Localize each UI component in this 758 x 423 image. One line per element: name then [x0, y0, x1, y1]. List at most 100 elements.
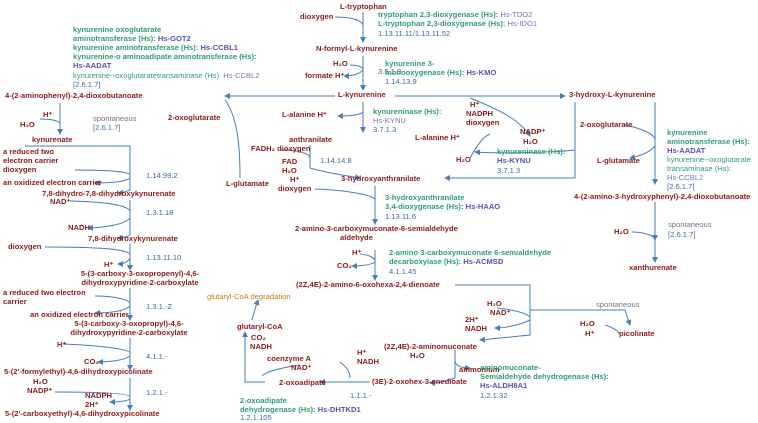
nad-glut: NAD⁺ — [291, 363, 312, 372]
arrow-amm — [454, 359, 471, 371]
ec-114148: 1.14.14.8 — [320, 156, 352, 165]
ec-tdo: 1.13.11.11/1.13.11.52 — [378, 29, 451, 38]
l-alanine-h-1: L-alanine H⁺ — [282, 110, 327, 119]
formate: formate H⁺ — [305, 71, 345, 80]
arrow-h-left2 — [117, 257, 131, 267]
fadh2-dioxygen: FADH₂ dioxygen — [251, 144, 311, 153]
carboxy-oxopropenyl: 5-(3-carboxy-3-oxopropenyl)-4,6-dihydrox… — [80, 269, 200, 287]
kat-l5: kynurenine--oxoglutaratetransaminase (Hs… — [73, 71, 260, 80]
nad-r1: NAD⁺ — [490, 308, 511, 317]
h2o-amm: H₂O — [410, 351, 425, 360]
katr-ec: [2.6.1.7] — [667, 182, 695, 191]
ammonium: ammonium — [459, 365, 500, 374]
spontaneous-left-ec: [2.6.1.7] — [93, 123, 121, 132]
dhtkd1-ec: 1.2.1.105 — [240, 413, 272, 422]
kat-l3: kynurenine aminotransferase (Hs): Hs-CCB… — [73, 43, 239, 52]
arrow-3hk-to-3haa — [444, 102, 576, 181]
arrow-nad-left — [69, 200, 131, 213]
kynu-gene-2: Hs-KYNU — [497, 156, 531, 165]
h-left1: H⁺ — [43, 110, 53, 119]
kat-ec: [2.6.1.7] — [73, 80, 101, 89]
kat-l1: kynurenine oxoglutarate — [73, 25, 162, 34]
co2-left: CO₂ — [84, 357, 99, 366]
two-h-left: 2H⁺ — [85, 400, 99, 409]
h2o-kynu: H₂O — [456, 155, 471, 164]
arrow-glutamate-right — [629, 145, 656, 160]
arrow-oxcarrier-1 — [94, 177, 131, 186]
arrow-dioxygen-left2 — [44, 246, 131, 256]
arrow-acmsd-co2 — [351, 261, 376, 269]
nadph-left: NADPH — [85, 391, 113, 400]
arrow-alanine-1 — [337, 111, 364, 119]
arrow-oxoglutarate-right — [624, 124, 656, 141]
h-acmsd: H⁺ — [352, 248, 362, 257]
n-formyl-kynurenine: N-formyl-L-kynurenine — [316, 44, 398, 53]
arrow-acmsd-h — [359, 253, 376, 262]
ec-formamidase: 3.5.1.9 — [378, 67, 402, 76]
arrow-h-left3 — [62, 343, 131, 354]
dioxygen-left2: dioxygen — [8, 242, 42, 251]
haao-l2: 3,4-dioxygenase (Hs): Hs-HAAO — [385, 202, 501, 211]
enzyme-kmo-l1: kynurenine 3- — [385, 59, 435, 68]
aldh-l2: Semialdehyde dehydrogenase (Hs): — [480, 372, 609, 381]
fad: FAD — [282, 157, 298, 166]
arrow-dioxygen-haao — [314, 188, 376, 201]
kynu-l2: kynureninase (Hs): — [497, 147, 566, 156]
h2o-kmo: H₂O — [523, 137, 538, 146]
h-left3: H⁺ — [57, 340, 67, 349]
arrow-alanine-2 — [474, 149, 576, 156]
dioxygen-left1: dioxygen — [3, 165, 37, 174]
kynu-gene-1: Hs-KYNU — [373, 116, 406, 125]
amino-hydroxyphenyl: 4-(2-amino-3-hydroxyphenyl)-2,4-dioxobut… — [574, 192, 751, 201]
arrow-nadph-left — [109, 398, 131, 405]
nadp-left: NADP⁺ — [27, 386, 53, 395]
arrow-oxoglutarate-mid — [224, 99, 241, 179]
glutaryl-degradation-link[interactable]: glutaryl-CoA degradation — [207, 292, 291, 301]
ec-111: 1.1.1.- — [350, 391, 372, 400]
picolinate: picolinate — [619, 329, 655, 338]
katr-l2: aminotransferase (Hs): — [667, 137, 750, 146]
aminomuconate: (2Z,4E)-2-aminomuconate — [384, 342, 477, 351]
arrow-to-aminomuconate — [479, 305, 531, 343]
haao-ec: 1.13.11.6 — [385, 212, 417, 221]
kat-l2: aminotransferase (Hs): Hs-GOT2 — [73, 34, 191, 43]
dhtkd1-l2: dehydrogenase (Hs): Hs-DHTKD1 — [240, 405, 361, 414]
arrow-glutaryl-to-degradation — [251, 299, 260, 321]
h2o-left3: H₂O — [33, 377, 48, 386]
dhtkd1-l1: 2-oxoadipate — [240, 396, 287, 405]
arrow-nadh-r1 — [494, 319, 531, 331]
co2-glut: CO₂ — [251, 333, 266, 342]
kat-aadat: Hs-AADAT — [73, 61, 112, 70]
two-h-r1: 2H⁺ — [465, 315, 479, 324]
aldh-gene: Hs-ALDH8A1 — [480, 381, 528, 390]
kynu-ec-2: 3.7.1.3 — [497, 166, 521, 175]
h2o-left1: H₂O — [20, 120, 35, 129]
oxidized-carrier-1: an oxidized electron carrier — [3, 178, 102, 187]
arrow-aminomuc-to-oxohex — [429, 350, 456, 386]
arrow-coa — [261, 364, 301, 377]
arrow-carrier-2 — [94, 295, 131, 305]
arrow-nadh-left — [87, 217, 131, 231]
formylethyl: 5-(2'-formylethyl)-4,6-dihydroxypicolina… — [4, 367, 153, 376]
enzyme-ido: L-tryptophan 2,3-dioxygenase (Hs): Hs-ID… — [378, 19, 538, 28]
nadph-kmo: NADPH — [466, 109, 494, 118]
l-glutamate-right: L-glutamate — [597, 156, 641, 165]
dioxygen-top: dioxygen — [300, 12, 334, 21]
kynu-l1: kynureninase (Hs): — [373, 107, 442, 116]
l-kynurenine: L-kynurenine — [338, 90, 386, 99]
h-oxo: H⁺ — [357, 348, 367, 357]
arrow-oxo-nadh — [339, 361, 351, 379]
co2-acmsd: CO₂ — [337, 261, 352, 270]
coenzyme-a: coenzyme A — [267, 354, 312, 363]
arrow-nadp-left — [54, 391, 131, 398]
kynurenate: kynurenate — [32, 135, 73, 144]
oxohexenediate: (3E)-2-oxohex-3-enedioate — [372, 377, 467, 386]
arrow-dihydro-to-dihydroxy — [117, 200, 131, 241]
dioxygen-fad: dioxygen — [278, 184, 312, 193]
h2o-formyl: H₂O — [333, 59, 348, 68]
carboxy-oxopropyl: 5-(3-carboxy-3-oxopropyl)-4,6-dihydroxyp… — [70, 319, 188, 337]
dioxygen-kmo: dioxygen — [466, 118, 500, 127]
katr-ccbl2: Hs-CCBL2 — [667, 173, 704, 182]
kat-l4: kynurenine-o aminoadipate aminotransfera… — [73, 52, 257, 61]
dihydroxykynurenate: 7,8-dihydroxykynurenate — [88, 234, 178, 243]
